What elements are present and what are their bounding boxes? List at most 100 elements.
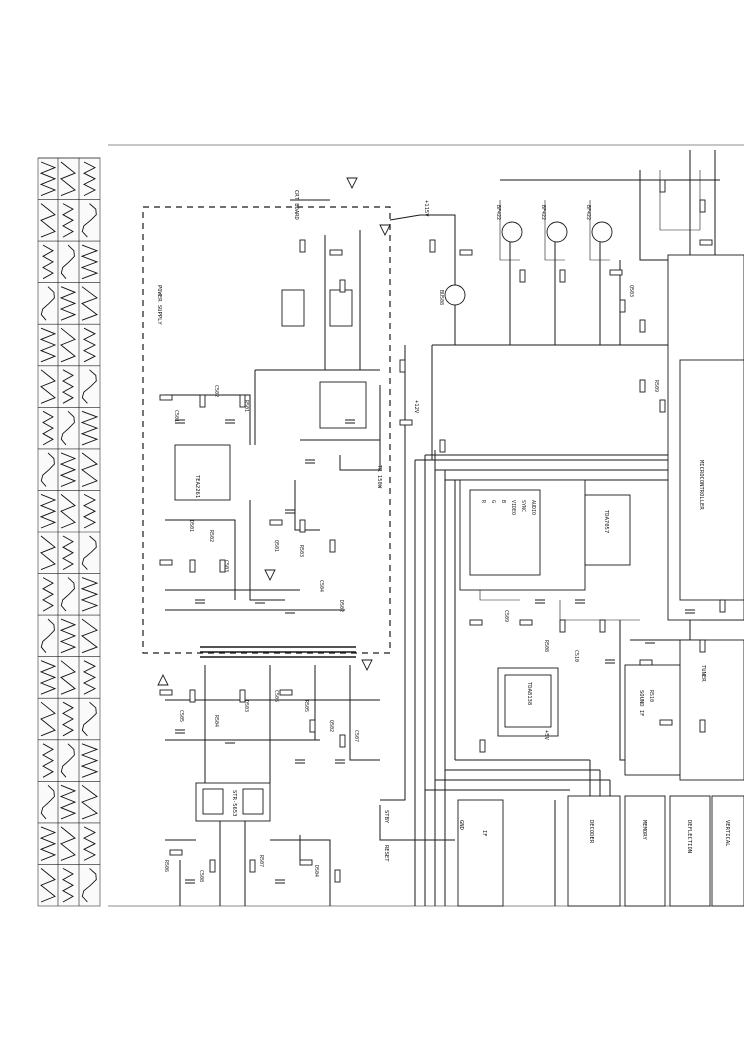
q503: Q503 [628, 285, 634, 297]
resistor-symbol [159, 689, 173, 696]
resistor-symbol [559, 619, 566, 633]
resistor-symbol [429, 239, 436, 253]
c509: C509 [503, 610, 509, 622]
waveform-trace [60, 743, 75, 778]
r502: R502 [208, 530, 214, 542]
d501: D501 [188, 520, 194, 532]
waveform-trace [60, 410, 75, 446]
resistor-symbol [399, 419, 413, 426]
d503: D503 [243, 700, 249, 712]
tr-video3-label: BF422 [585, 205, 591, 220]
waveform-trace [81, 286, 98, 321]
waveform-trace [62, 369, 74, 404]
waveform-trace [62, 868, 74, 903]
capacitor-symbol [535, 599, 545, 604]
waveform-trace [40, 784, 55, 820]
waveform-trace [60, 161, 76, 197]
waveform-trace [60, 660, 76, 695]
capacitor-symbol [295, 759, 305, 764]
r503: R503 [298, 545, 304, 557]
waveform-trace [59, 286, 77, 321]
c504: C504 [318, 580, 324, 592]
capacitor-symbol [305, 459, 315, 464]
waveform-trace [60, 327, 76, 363]
power-supply-block [142, 206, 391, 654]
waveform-trace [40, 286, 55, 321]
resistor-symbol [199, 394, 206, 408]
components-layer [159, 179, 726, 884]
waveform-trace [42, 410, 54, 446]
waveform-trace [40, 203, 56, 238]
waveform-trace [39, 826, 57, 861]
resistor-symbol [279, 689, 293, 696]
legend-sync: SYNC [520, 500, 526, 512]
q501: Q501 [273, 540, 279, 552]
waveform-trace [83, 327, 96, 363]
waveform-trace [42, 743, 54, 778]
capacitor-symbol [605, 659, 615, 664]
designators: C501 C502 R501 D501 R502 C503 Q501 R503 … [163, 285, 659, 882]
resistor-symbol [159, 559, 173, 566]
waveform-trace [60, 494, 76, 529]
c503: C503 [223, 560, 229, 572]
waveform-trace [40, 868, 56, 903]
waveform-trace [81, 452, 98, 487]
gnd-label: GND [458, 820, 464, 830]
ic-deflection-chain: DECODER MEMORY DEFLECTION VERTICAL [567, 795, 744, 907]
legend-audio: AUDIO [530, 500, 536, 515]
resistor-symbol [334, 869, 341, 883]
resistor-symbol [479, 739, 486, 753]
resistor-symbol [339, 734, 346, 748]
waveform-trace [80, 410, 99, 446]
vb-label: +115V [423, 200, 429, 217]
vcc-label: +12V [413, 400, 419, 414]
resistor-symbol [459, 249, 473, 256]
waveform-trace [40, 369, 56, 404]
waveform-trace [59, 784, 77, 820]
r508: R508 [543, 640, 549, 652]
d502: D502 [338, 600, 344, 612]
r506: R506 [163, 860, 169, 872]
d504: D504 [313, 865, 319, 877]
resistor-symbol [599, 619, 606, 633]
waveform-trace [81, 369, 97, 404]
resistor-symbol [299, 519, 306, 533]
resistor-symbol [609, 269, 623, 276]
c502: C502 [213, 385, 219, 397]
resistor-symbol [439, 439, 446, 453]
resistor-symbol [329, 539, 336, 553]
resistor-symbol [699, 719, 706, 733]
waveform-trace [60, 826, 76, 861]
tr-line-label: BU508 [438, 290, 444, 305]
resistor-symbol [399, 359, 406, 373]
q502: Q502 [328, 720, 334, 732]
resistor-symbol [659, 179, 666, 193]
resistor-symbol [659, 399, 666, 413]
capacitor-symbol [275, 879, 285, 884]
resistor-symbol [339, 279, 346, 293]
capacitor-symbol [175, 419, 185, 424]
waveform-trace [39, 161, 57, 197]
reset-label: RESET [383, 845, 389, 862]
waveform-trace [40, 618, 55, 653]
waveform-trace [81, 203, 97, 238]
capacitor-symbol [175, 729, 185, 734]
resistor-symbol [269, 519, 283, 526]
waveform-strip [37, 157, 101, 907]
resistor-symbol [239, 689, 246, 703]
waveform-trace [40, 535, 56, 571]
resistor-symbol [719, 599, 726, 613]
sound-if-label: SOUND IF [638, 690, 644, 717]
resistor-symbol [189, 559, 196, 573]
ic-tuner: TUNER [679, 639, 744, 781]
capacitor-symbol [345, 419, 355, 424]
waveform-trace [81, 784, 98, 820]
c501: C501 [173, 410, 179, 422]
capacitor-symbol [225, 739, 235, 744]
waveform-trace [83, 493, 96, 529]
r510: R510 [648, 690, 654, 702]
standby-ic-label: STR-5653 [231, 790, 237, 817]
ground-symbols [157, 177, 391, 686]
capacitor-symbol [685, 609, 695, 614]
legend-r: R [480, 500, 486, 504]
